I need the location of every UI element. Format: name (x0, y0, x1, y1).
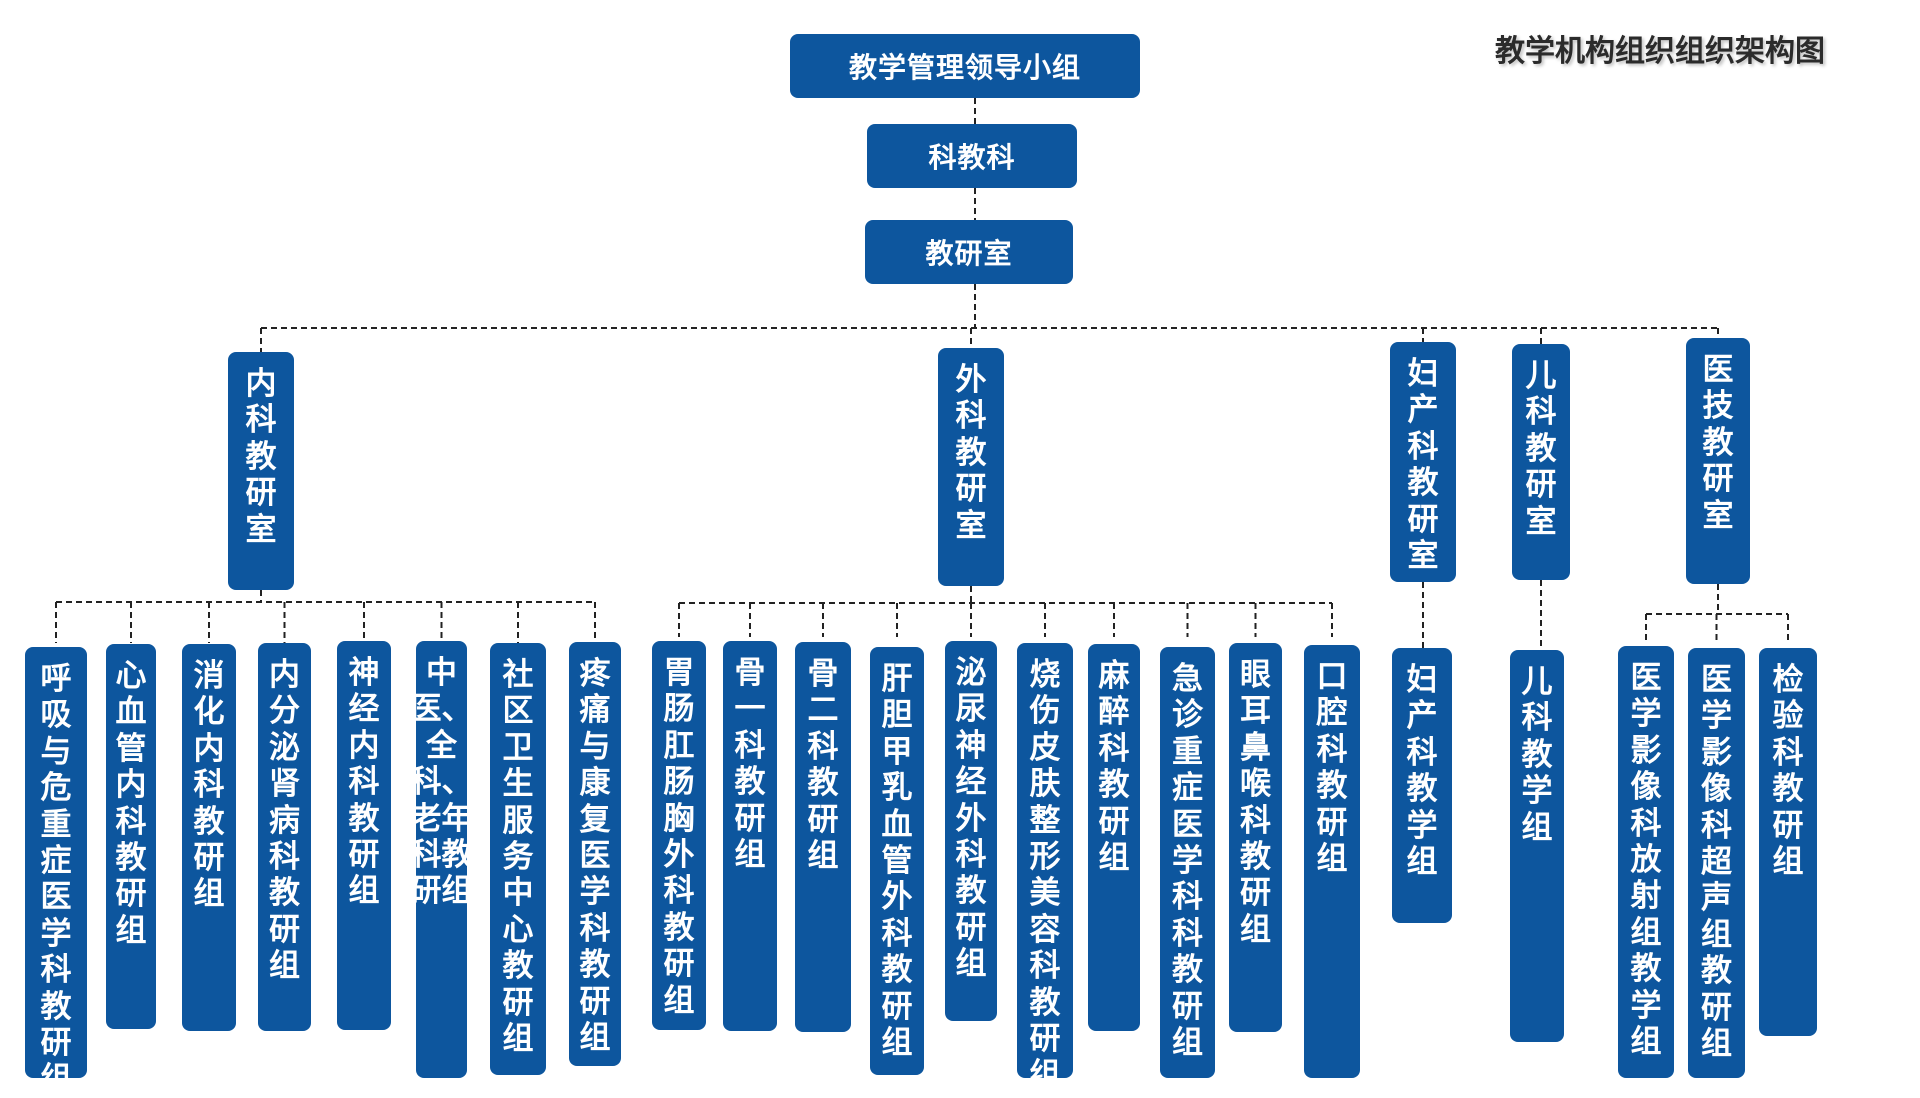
group-node: 心血管内科教研组 (106, 644, 156, 1029)
group-node: 内分泌肾病科教研组 (258, 643, 311, 1031)
group-node: 神经内科教研组 (337, 641, 391, 1030)
department-node: 外科教研室 (938, 348, 1004, 586)
group-node: 消化内科教研组 (182, 644, 236, 1031)
department-node: 妇产科教研室 (1390, 342, 1456, 582)
department-node: 内科教研室 (228, 352, 294, 590)
group-node: 医学影像科超声组教研组 (1688, 648, 1745, 1078)
group-node: 检验科教研组 (1759, 648, 1817, 1036)
level3-node: 教研室 (865, 220, 1073, 284)
group-node: 医学影像科放射组教学组 (1618, 646, 1674, 1078)
group-node: 呼吸与危重症医学科教研组 (25, 647, 87, 1097)
group-node: 儿科教学组 (1510, 650, 1564, 1042)
group-node: 泌尿神经外科教研组 (945, 641, 997, 1021)
group-node: 骨一科教研组 (723, 641, 777, 1031)
group-node: 眼耳鼻喉科教研组 (1229, 643, 1282, 1032)
group-node: 肝胆甲乳血管外科教研组 (870, 647, 924, 1075)
group-node: 麻醉科教研组 (1088, 644, 1140, 1031)
root-node: 教学管理领导小组 (790, 34, 1140, 98)
group-node: 骨二科教研组 (795, 642, 851, 1032)
chart-title: 教学机构组织组织架构图 (1495, 34, 1825, 69)
group-node: 疼痛与康复医学科教研组 (569, 642, 621, 1066)
group-node: 胃肠肛肠胸外科教研组 (652, 641, 706, 1030)
department-node: 儿科教研室 (1512, 344, 1570, 580)
department-node: 医技教研室 (1686, 338, 1750, 584)
level2-node: 科教科 (867, 124, 1077, 188)
group-node: 烧伤皮肤整形美容科教研组 (1017, 643, 1073, 1093)
group-node: 急诊重症医学科科教研组 (1160, 647, 1215, 1078)
group-node: 妇产科教学组 (1392, 648, 1452, 923)
group-node: 口腔科教研组 (1304, 645, 1360, 1078)
group-node: 社区卫生服务中心教研组 (490, 643, 546, 1075)
group-node: 中医、全科、老年科教研组 (411, 641, 473, 1078)
